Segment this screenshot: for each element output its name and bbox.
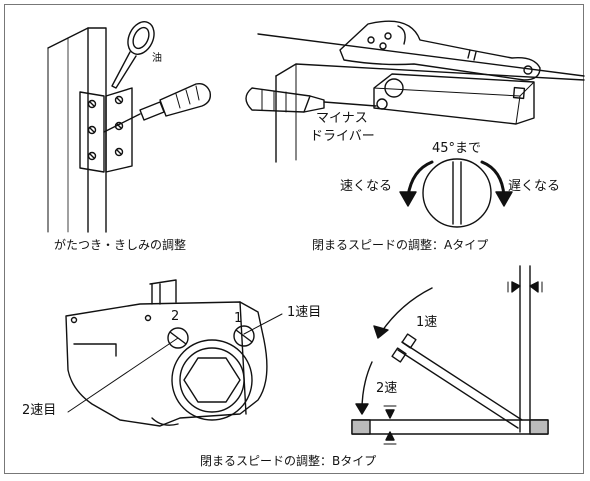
faster-label: 速くなる bbox=[340, 179, 393, 194]
floor-strip bbox=[351, 419, 549, 435]
driver-label-line1: マイナス bbox=[316, 111, 368, 126]
hinge-icon bbox=[79, 87, 133, 173]
closer-body-b bbox=[65, 279, 268, 427]
slower-label: 遅くなる bbox=[508, 179, 561, 194]
valve-screw-1 bbox=[233, 325, 255, 347]
driver-label-line2: ドライバー bbox=[310, 129, 375, 144]
closer-arm bbox=[339, 20, 541, 81]
screwdriver-icon bbox=[103, 82, 212, 133]
screw-slot-icon bbox=[422, 158, 492, 228]
hex-nut-icon bbox=[171, 339, 253, 421]
screwdriver-icon bbox=[245, 87, 377, 113]
ceiling-line bbox=[257, 33, 585, 77]
frame-post bbox=[507, 265, 543, 433]
angle-label: 45°まで bbox=[432, 141, 482, 156]
valve2-number: 2 bbox=[171, 309, 180, 324]
leader-lines bbox=[67, 313, 283, 413]
type-b-caption: 閉まるスピードの調整：Bタイプ bbox=[200, 454, 377, 468]
speed2-label: 2速目 bbox=[22, 403, 57, 418]
zone1-label: 1速 bbox=[416, 315, 438, 330]
closer-body bbox=[373, 73, 535, 125]
oil-can-icon bbox=[111, 21, 155, 89]
closing-arcs bbox=[355, 287, 433, 415]
door-leaf bbox=[383, 333, 523, 445]
zone2-label: 2速 bbox=[376, 381, 398, 396]
oil-label: 油 bbox=[152, 53, 162, 64]
speed1-label: 1速目 bbox=[287, 305, 322, 320]
valve1-number: 1 bbox=[234, 311, 243, 326]
diagram-border bbox=[4, 4, 584, 474]
type-a-caption: 閉まるスピードの調整：Aタイプ bbox=[312, 238, 489, 252]
door-frame bbox=[47, 27, 107, 233]
hinge-caption: がたつき・きしみの調整 bbox=[54, 238, 187, 252]
rotate-arrow-icon bbox=[399, 160, 513, 207]
